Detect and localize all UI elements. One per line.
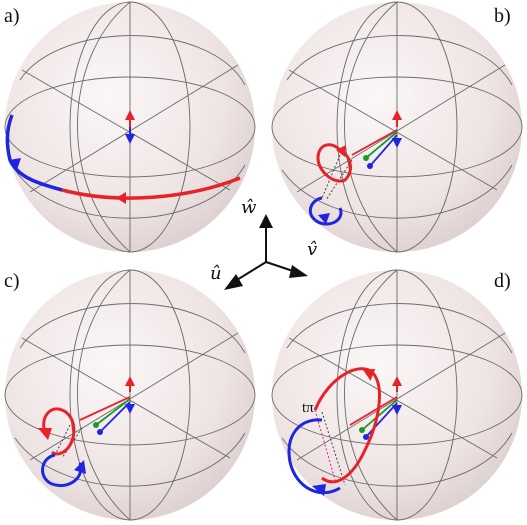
axis-label-u: û (210, 263, 222, 284)
state-vector-a (125, 110, 135, 144)
panel-label-b: b) (494, 5, 511, 27)
arrow-blue-d (312, 484, 326, 496)
sphere-grid-a (4, 1, 256, 253)
panel-label-d: d) (494, 270, 511, 292)
arrow-red-d (362, 369, 376, 381)
axis-label-v: v̂ (307, 239, 317, 260)
arrow-blue-c (74, 460, 86, 474)
arrow-blue-b (318, 213, 330, 224)
arrow-red-b (336, 145, 346, 157)
panel-b: b) (271, 1, 523, 253)
panel-label-a: a) (4, 5, 20, 27)
sphere-grid-b (271, 1, 523, 253)
trajectory-red-d (313, 367, 381, 484)
panel-a: a) (4, 1, 256, 253)
panel-c: c) (4, 269, 256, 521)
arrow-red-c (38, 428, 52, 440)
state-vectors-d (314, 376, 402, 486)
trajectory-blue-c (41, 453, 83, 487)
axes-triad: ŵ û v̂ (210, 197, 317, 290)
trajectory-blue-b (308, 196, 343, 226)
state-vectors-c (54, 376, 135, 459)
arrow-red-a (116, 192, 126, 204)
t-pi-annotation: tπ (302, 400, 314, 416)
state-vectors-b (321, 110, 402, 201)
sphere-grid-d (271, 269, 523, 521)
panel-d: tπ d) (271, 269, 523, 521)
trajectory-red-c (42, 407, 76, 456)
panel-label-c: c) (4, 270, 20, 292)
arrow-blue-a (9, 158, 21, 170)
trajectory-red-b (316, 143, 352, 183)
trajectory-red-a (61, 176, 241, 200)
axis-label-w: ŵ (241, 197, 257, 218)
